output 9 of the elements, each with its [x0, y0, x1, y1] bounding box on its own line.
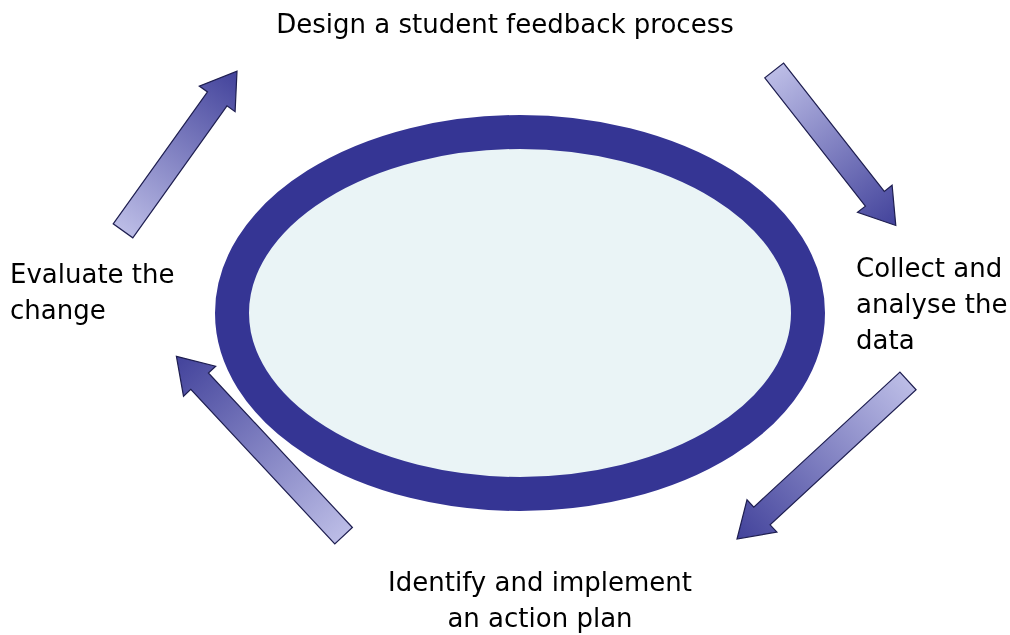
block-arrow: [763, 62, 897, 227]
step-label: Identify and implement an action plan: [370, 564, 710, 635]
block-arrow: [175, 355, 354, 545]
ring-ellipse: [215, 115, 825, 511]
block-arrow: [736, 371, 917, 540]
block-arrow: [112, 70, 238, 239]
step-label: Design a student feedback process: [255, 6, 755, 42]
step-label: Evaluate the change: [10, 256, 180, 328]
step-label: Collect and analyse the data: [856, 250, 1008, 358]
